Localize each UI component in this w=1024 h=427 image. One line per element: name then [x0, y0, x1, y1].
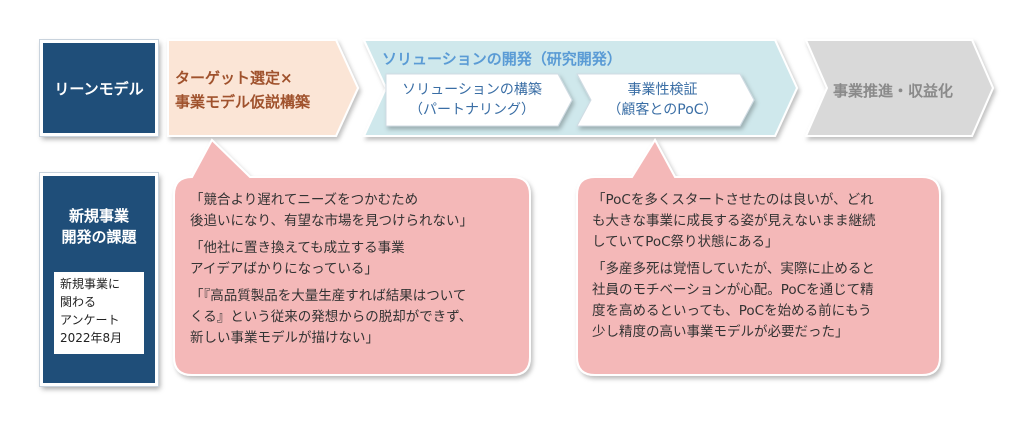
left-quotes: 「競合より遅れてニーズをつかむため 後追いになり、有望な市場を見つけられない」 … [190, 190, 525, 355]
stage4-arrow [804, 39, 995, 137]
lean-model-label: リーンモデル [39, 39, 159, 137]
stage4-label: 事業推進・収益化 [832, 82, 953, 100]
quote-item: 「他社に置き換えても成立する事業 アイデアばかりになっている」 [190, 240, 405, 277]
survey-note: 新規事業に 関わる アンケート 2022年8月 [54, 272, 144, 354]
left-speech-bubble [173, 138, 531, 376]
quote-item: 「多産多死は覚悟していたが、実際に止めると 社員のモチベーションが心配。PoCを… [592, 261, 875, 340]
right-quotes: 「PoCを多くスタートさせたのは良いが、どれ も大きな事業に成長する姿が見えない… [592, 190, 937, 349]
stage2-sub1-arrow [385, 73, 573, 127]
quote-item: 「競合より遅れてニーズをつかむため 後追いになり、有望な市場を見つけられない」 [190, 192, 473, 229]
lean-model-text: リーンモデル [54, 79, 144, 98]
challenges-label: 新規事業 開発の課題 新規事業に 関わる アンケート 2022年8月 [39, 172, 159, 387]
quote-item: 「『高品質製品を大量生産すれば結果はついて くる』という従来の発想からの脱却がで… [190, 288, 473, 346]
stage2-sub2-arrow [576, 73, 755, 127]
stage2-sub1-label: ソリューションの構築 （パートナリング） [402, 82, 542, 118]
stage2-title: ソリューションの開発（研究開発） [382, 50, 622, 68]
stage1-arrow [167, 39, 360, 137]
stage1-label: ターゲット選定× 事業モデル仮説構築 [175, 69, 311, 111]
quote-item: 「PoCを多くスタートさせたのは良いが、どれ も大きな事業に成長する姿が見えない… [592, 192, 876, 250]
challenges-title: 新規事業 開発の課題 [61, 207, 137, 246]
stage2-sub2-label: 事業性検証 （顧客とのPoC） [607, 82, 718, 118]
right-speech-bubble [576, 138, 941, 376]
